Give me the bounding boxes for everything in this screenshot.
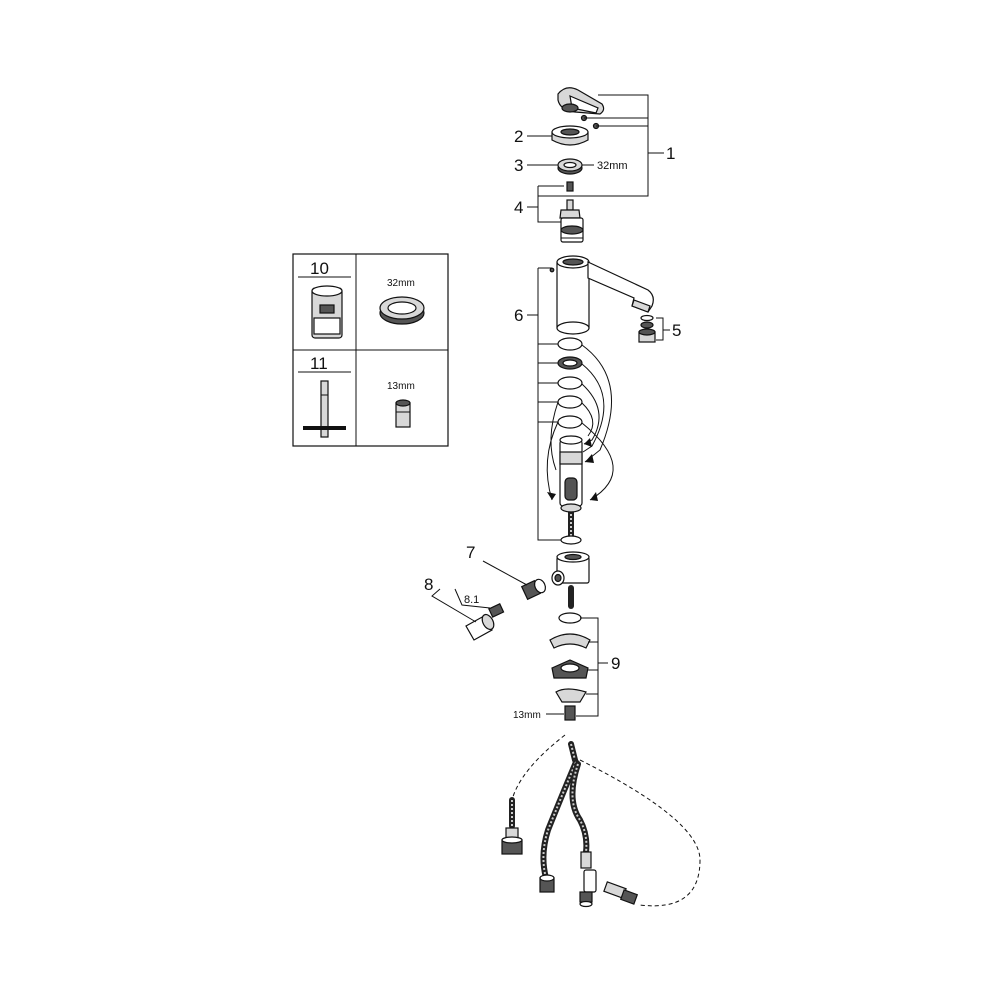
hose-fittings-icon: [501, 827, 639, 908]
callout-6: 6: [514, 306, 523, 325]
nut-13mm-dimension: 13mm: [513, 710, 541, 721]
callout-8-1: 8.1: [464, 594, 479, 606]
valve-pin-icon: [488, 603, 505, 618]
leader-8: [431, 588, 477, 623]
diverter-plug-icon: [520, 578, 547, 601]
bracket-6: [537, 268, 561, 541]
cartridge-icon: [559, 199, 584, 243]
aerator-icon: [638, 314, 656, 343]
mounting-set-icon: [549, 612, 591, 721]
socket-tool-icon: [311, 285, 343, 339]
faucet-body-icon: [556, 255, 590, 335]
tools-box: 10 11 32mm 13mm: [292, 253, 449, 447]
o-ring-stack-icon: [557, 337, 583, 429]
bracket-4: [537, 186, 561, 223]
callout-5: 5: [672, 321, 681, 340]
hose-path-right: [579, 759, 701, 907]
nut-ring-32mm-icon: [557, 158, 583, 175]
small-screw-icon: [566, 181, 574, 192]
assembly-arrows: [546, 344, 614, 501]
nut-13mm-icon: [395, 399, 411, 428]
handle-screws-icon: [580, 114, 600, 130]
callout-3: 3: [514, 156, 523, 175]
ring-32mm-dimension: 32mm: [597, 160, 628, 172]
callout-9: 9: [611, 654, 620, 673]
handle-lever-icon: [557, 87, 605, 115]
hose-path-left: [511, 734, 566, 801]
callout-10: 10: [310, 259, 329, 278]
bracket-5: [656, 317, 664, 341]
box-32mm-label: 32mm: [387, 278, 415, 289]
callout-8: 8: [424, 575, 433, 594]
bracket-9: [576, 617, 599, 717]
supply-hoses-icon: [509, 741, 590, 881]
pull-out-tube-icon: [559, 435, 583, 507]
spout-icon: [587, 261, 654, 313]
box-13mm-label: 13mm: [387, 381, 415, 392]
callout-7: 7: [466, 543, 475, 562]
t-wrench-icon: [303, 380, 346, 438]
callout-4: 4: [514, 198, 523, 217]
cap-ring-icon: [551, 125, 589, 146]
end-cap-icon: [465, 613, 495, 641]
ring-32mm-icon: [379, 296, 425, 325]
callout-1: 1: [666, 144, 675, 163]
bracket-1: [538, 94, 649, 197]
callout-11: 11: [310, 354, 328, 373]
callout-2: 2: [514, 127, 523, 146]
diverter-housing-icon: [551, 551, 590, 586]
